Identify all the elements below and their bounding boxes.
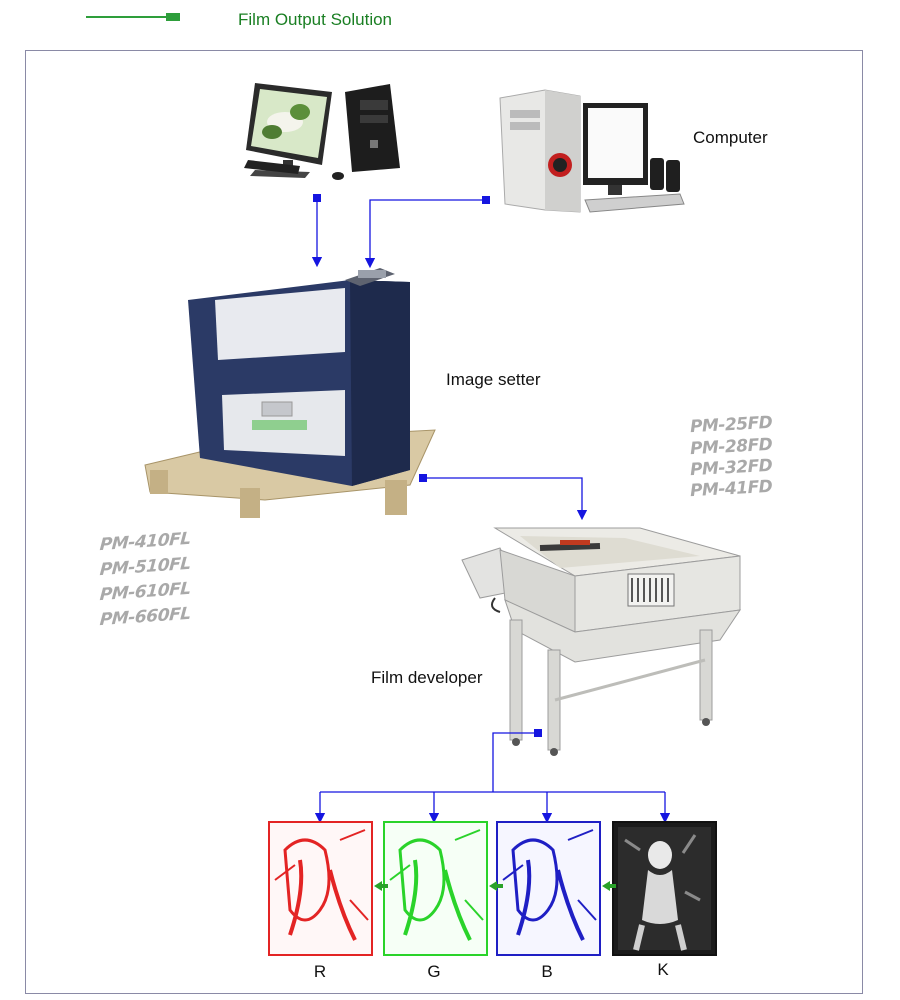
film-letter-r: R — [313, 962, 327, 981]
film-letter-b: B — [541, 962, 553, 981]
label-computer: Computer — [693, 128, 768, 147]
header-accent — [166, 13, 180, 21]
model-item: PM-25FD — [689, 412, 773, 438]
film-black — [612, 821, 717, 956]
tower-pc-icon — [499, 89, 685, 213]
diagram-frame — [25, 50, 863, 994]
film-developer-icon — [461, 527, 742, 756]
label-image-setter: Image setter — [446, 370, 541, 389]
connector-nodes — [313, 194, 542, 737]
connector-lines — [311, 198, 671, 824]
label-film-developer: Film developer — [371, 668, 483, 687]
desktop-pc-icon — [244, 83, 400, 180]
film-red — [268, 821, 373, 956]
page-title: Film Output Solution — [238, 10, 393, 29]
film-letter-k: K — [657, 960, 669, 979]
header-rule — [86, 16, 166, 18]
film-letter-g: G — [427, 962, 441, 981]
image-setter-icon — [144, 268, 436, 518]
model-item: PM-41FD — [689, 476, 773, 502]
film-green — [383, 821, 488, 956]
film-blue — [496, 821, 601, 956]
film-flow-arrows — [374, 881, 616, 891]
